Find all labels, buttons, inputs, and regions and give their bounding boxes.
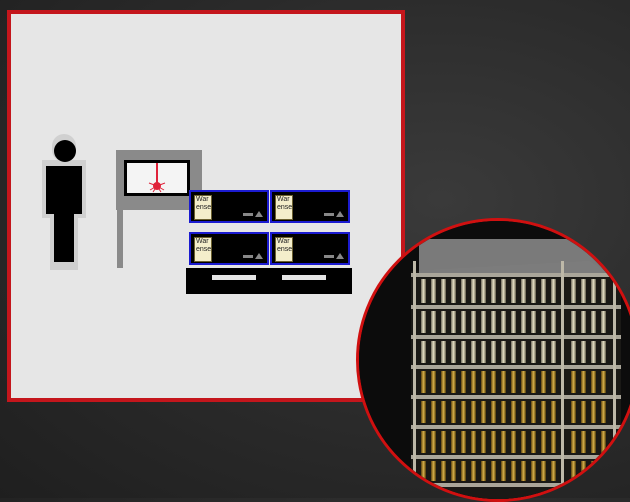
triangle-icon: [336, 211, 344, 217]
module-bar: [243, 255, 253, 258]
monitor-screen: [124, 160, 190, 196]
module-base-tray: [186, 268, 352, 294]
module-1: War ense: [189, 190, 269, 223]
module-label: War ense: [275, 237, 293, 262]
module-bar: [324, 255, 334, 258]
triangle-icon: [255, 253, 263, 259]
rack-photo: [356, 218, 630, 502]
module-label: War ense: [275, 195, 293, 220]
triangle-icon: [336, 253, 344, 259]
module-3: War ense: [189, 232, 269, 265]
rack-image: [359, 221, 630, 502]
triangle-icon: [255, 211, 263, 217]
module-bar: [243, 213, 253, 216]
module-label: War ense: [194, 195, 212, 220]
module-bar: [324, 213, 334, 216]
person-icon: [42, 134, 86, 270]
monitor-stand: [117, 210, 123, 268]
module-2: War ense: [270, 190, 350, 223]
laser-icon: [127, 163, 187, 193]
module-label: War ense: [194, 237, 212, 262]
diagram-panel: War ense War ense War ense War ense: [7, 10, 405, 402]
tray-slot: [212, 275, 256, 280]
tray-slot: [282, 275, 326, 280]
module-4: War ense: [270, 232, 350, 265]
